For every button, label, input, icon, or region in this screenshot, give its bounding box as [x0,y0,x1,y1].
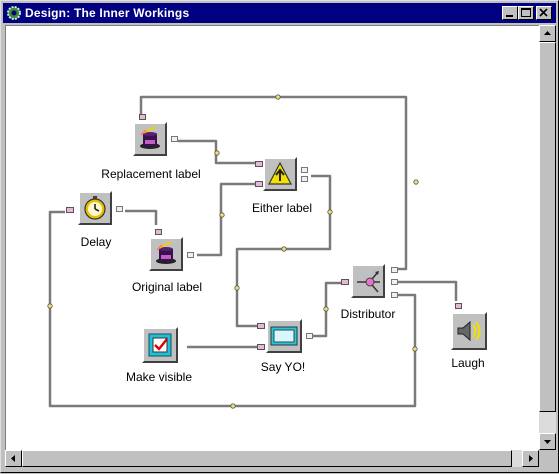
wire-junction [281,246,287,252]
input-port[interactable] [155,229,162,235]
design-canvas[interactable] [5,25,540,451]
node-icon-box[interactable] [451,312,487,350]
hat-with-wand-icon [140,126,160,149]
wire-junction [275,94,281,100]
wire-junction [214,150,220,156]
wire-original-to-either [197,182,257,257]
input-port-2[interactable] [257,344,265,350]
input-port-1[interactable] [257,323,265,329]
wire-junction [47,303,53,309]
arrow-down-icon [544,440,551,444]
arrow-right-icon [529,455,533,462]
close-icon [539,8,548,17]
input-port[interactable] [341,279,349,285]
horizontal-scroll-thumb[interactable] [22,450,512,467]
node-label-delay: Delay [80,235,112,249]
node-icon-box[interactable] [133,122,167,156]
arrow-left-icon [11,455,15,462]
split-arrows-icon [268,161,292,185]
maximize-icon [521,8,531,17]
title-bar[interactable]: Design: The Inner Workings [3,3,556,23]
output-port[interactable] [391,292,398,298]
output-port[interactable] [391,267,398,273]
output-port[interactable] [116,206,123,212]
wire-junction [323,306,329,312]
output-port[interactable] [306,333,313,339]
minimize-button[interactable] [502,6,518,20]
horizontal-scrollbar[interactable] [5,450,539,467]
wire-junction [327,209,333,215]
node-icon-box[interactable] [149,237,183,271]
wire-delay-to-original [125,209,158,225]
output-port[interactable] [171,136,178,142]
output-port[interactable] [187,252,194,258]
node-icon-box[interactable] [263,157,297,191]
close-button[interactable] [536,6,552,20]
scroll-right-button[interactable] [522,450,539,467]
node-label-either: Either label [251,201,313,215]
node-label-laugh: Laugh [451,356,485,370]
hat-with-wand-icon [156,241,176,264]
output-port[interactable] [391,279,398,285]
node-label-replacement: Replacement label [101,167,201,181]
node-icon-box[interactable] [351,264,385,298]
wire-junction [219,212,225,218]
scroll-left-button[interactable] [5,450,22,467]
output-port[interactable] [301,167,308,173]
distributor-icon [357,271,380,293]
minimize-icon [506,15,513,17]
wire-junction [413,179,419,185]
node-label-original: Original label [131,280,203,294]
gear-icon[interactable] [6,5,22,21]
wire-junction [412,346,418,352]
vertical-scrollbar[interactable] [539,25,556,450]
input-port[interactable] [455,303,462,309]
maximize-button[interactable] [518,6,534,20]
arrow-up-icon [544,31,551,35]
node-label-distributor: Distributor [340,307,396,321]
window-title: Design: The Inner Workings [25,6,190,20]
wire-distributor-to-replacement [139,95,408,271]
input-port[interactable] [139,114,146,120]
input-port[interactable] [66,207,74,213]
node-icon-box[interactable] [78,191,112,225]
scrollbar-corner [539,450,556,467]
output-port[interactable] [301,176,308,182]
vertical-scroll-thumb[interactable] [539,42,556,412]
speaker-icon [457,320,481,342]
node-icon-box[interactable] [266,319,302,353]
node-label-say-yo: Say YO! [260,360,306,374]
wire-junction [234,285,240,291]
stopwatch-icon [84,196,106,220]
wire-junction [230,403,236,409]
node-icon-box[interactable] [142,327,178,363]
node-label-make-visible: Make visible [125,370,193,384]
checkbox-icon [148,333,172,357]
scroll-down-button[interactable] [539,433,556,450]
wire-distributor-to-laugh [398,280,458,301]
scroll-up-button[interactable] [539,25,556,42]
input-port-2[interactable] [255,181,263,187]
monitor-icon [270,326,298,346]
input-port-1[interactable] [255,161,263,167]
